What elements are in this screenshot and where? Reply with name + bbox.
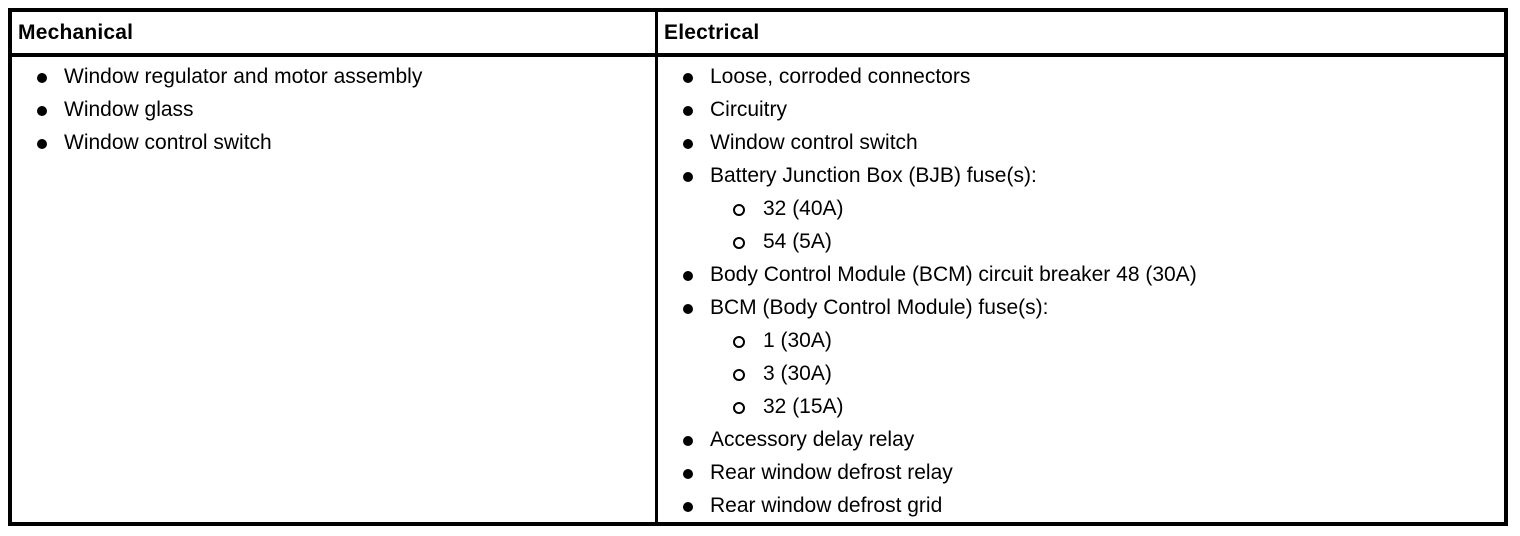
- list-item-label: Window control switch: [64, 131, 272, 154]
- list-item: 32 (15A): [658, 390, 1504, 423]
- list-item-label: Circuitry: [710, 98, 787, 121]
- list-item-label: Window regulator and motor assembly: [64, 65, 423, 88]
- filled-bullet-icon: [683, 271, 693, 281]
- list-item-label: 54 (5A): [763, 230, 832, 253]
- filled-bullet-icon: [37, 106, 47, 116]
- list-item-label: 1 (30A): [763, 329, 832, 352]
- hollow-circle-bullet-icon: [733, 369, 745, 381]
- filled-bullet-icon: [683, 436, 693, 446]
- filled-bullet-icon: [683, 469, 693, 479]
- filled-bullet-icon: [683, 106, 693, 116]
- filled-bullet-icon: [683, 502, 693, 512]
- hollow-circle-bullet-icon: [733, 204, 745, 216]
- list-item-label: Rear window defrost relay: [710, 461, 953, 484]
- list-item-label: 3 (30A): [763, 362, 832, 385]
- list-item: Rear window defrost relay: [658, 456, 1504, 489]
- list-item: Accessory delay relay: [658, 423, 1504, 456]
- list-item: 1 (30A): [658, 324, 1504, 357]
- list-item: Battery Junction Box (BJB) fuse(s):: [658, 159, 1504, 192]
- list-item: Window regulator and motor assembly: [12, 60, 655, 93]
- list-item-label: BCM (Body Control Module) fuse(s):: [710, 296, 1049, 319]
- column-header-electrical: Electrical: [658, 12, 1504, 57]
- list-item: 3 (30A): [658, 357, 1504, 390]
- list-item-label: Window glass: [64, 98, 194, 121]
- filled-bullet-icon: [683, 139, 693, 149]
- list-item: Circuitry: [658, 93, 1504, 126]
- list-item: 32 (40A): [658, 192, 1504, 225]
- filled-bullet-icon: [683, 172, 693, 182]
- hollow-circle-bullet-icon: [733, 237, 745, 249]
- list-item-label: 32 (15A): [763, 395, 844, 418]
- possible-causes-table: Mechanical Window regulator and motor as…: [8, 8, 1508, 526]
- list-item: BCM (Body Control Module) fuse(s):: [658, 291, 1504, 324]
- list-item-label: Rear window defrost grid: [710, 494, 943, 517]
- list-item-label: Body Control Module (BCM) circuit breake…: [710, 263, 1197, 286]
- list-item: Window control switch: [12, 126, 655, 159]
- filled-bullet-icon: [683, 304, 693, 314]
- hollow-circle-bullet-icon: [733, 402, 745, 414]
- filled-bullet-icon: [37, 73, 47, 83]
- list-item: Loose, corroded connectors: [658, 60, 1504, 93]
- list-item-label: Battery Junction Box (BJB) fuse(s):: [710, 164, 1037, 187]
- list-item: 54 (5A): [658, 225, 1504, 258]
- list-item: Window glass: [12, 93, 655, 126]
- list-item-label: Loose, corroded connectors: [710, 65, 971, 88]
- list-item: Body Control Module (BCM) circuit breake…: [658, 258, 1504, 291]
- filled-bullet-icon: [37, 139, 47, 149]
- list-item-label: 32 (40A): [763, 197, 844, 220]
- list-item-label: Window control switch: [710, 131, 918, 154]
- list-item: Window control switch: [658, 126, 1504, 159]
- column-header-mechanical: Mechanical: [12, 12, 655, 57]
- hollow-circle-bullet-icon: [733, 336, 745, 348]
- list-item-label: Accessory delay relay: [710, 428, 915, 451]
- list-item: Rear window defrost grid: [658, 489, 1504, 522]
- filled-bullet-icon: [683, 73, 693, 83]
- mechanical-column: Mechanical Window regulator and motor as…: [12, 12, 658, 522]
